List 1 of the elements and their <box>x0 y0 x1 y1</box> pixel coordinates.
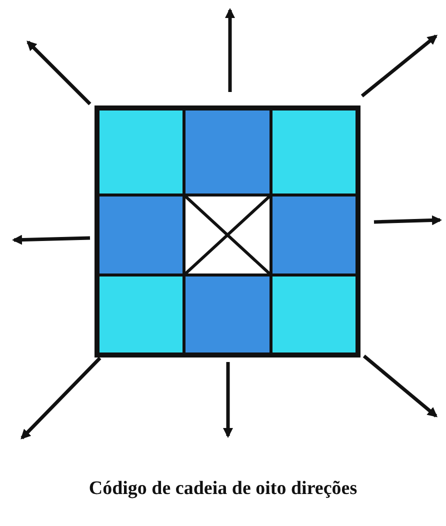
caption: Código de cadeia de oito direções <box>88 478 358 500</box>
